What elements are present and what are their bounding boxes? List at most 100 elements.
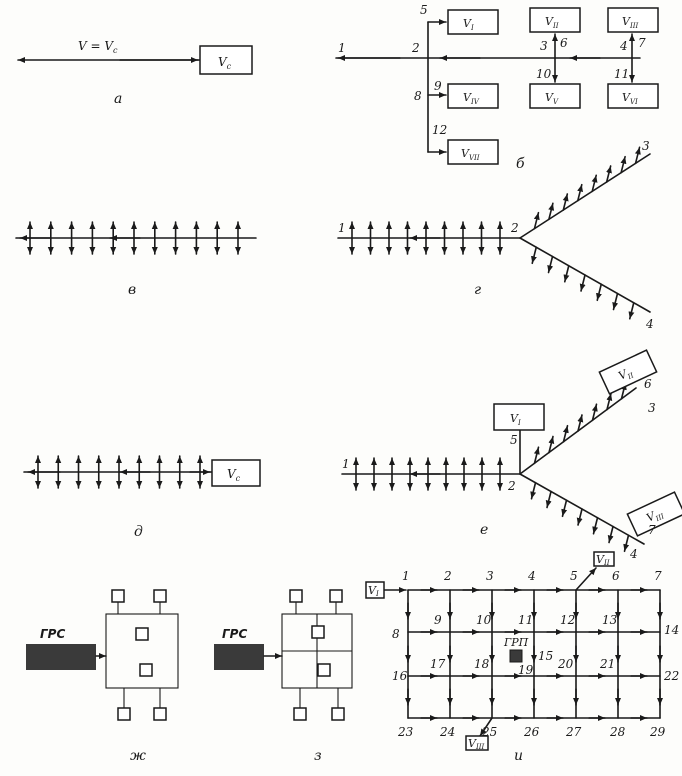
panel-e-consumer-ii: VII	[598, 349, 658, 395]
panel-g-node-4: 4	[645, 317, 654, 331]
panel-e-offtake-arrows	[353, 381, 630, 553]
offtake-arrow	[561, 499, 568, 518]
offtake-arrow	[592, 516, 599, 535]
panel-z-consumer-5	[293, 707, 307, 721]
panel-i-consumer-iii	[465, 735, 489, 751]
panel-z-consumer-1	[289, 589, 303, 603]
offtake-arrow	[547, 255, 554, 274]
panel-z-consumer-3	[311, 625, 325, 639]
offtake-arrow	[620, 155, 627, 174]
panel-b-node-7: 7	[638, 36, 646, 50]
grid-node-label-6: 6	[612, 569, 620, 583]
grid-consumer-link	[575, 567, 597, 591]
panel-v-caption: в	[128, 282, 136, 298]
grid-node-label-4: 4	[527, 569, 536, 583]
panel-e-node-7: 7	[648, 523, 656, 537]
panel-z-consumer-2	[329, 589, 343, 603]
grid-node-label-18: 18	[474, 657, 490, 671]
grid-node-label-10: 10	[476, 613, 492, 627]
grid-node-label-26: 26	[523, 725, 540, 739]
grid-node-label-14: 14	[664, 623, 679, 637]
grid-node-label-22: 22	[663, 669, 679, 683]
panel-a-caption: а	[114, 91, 122, 107]
offtake-arrow	[563, 264, 570, 283]
grid-node-label-9: 9	[434, 613, 442, 627]
panel-e-node-5: 5	[510, 433, 518, 447]
offtake-arrow	[591, 174, 598, 193]
panel-b-consumer-iii	[607, 7, 659, 33]
panel-b-consumer-iii-label: VIII	[622, 15, 638, 30]
panel-e-node-2: 2	[507, 479, 516, 493]
offtake-arrow	[628, 301, 635, 320]
panel-a: Vc V = Vc а	[17, 39, 253, 107]
offtake-arrow	[577, 414, 584, 432]
panel-g-node-3: 3	[642, 139, 650, 153]
offtake-arrow	[533, 446, 540, 465]
panel-g-node-2: 2	[510, 221, 519, 235]
grid-node-label-1: 1	[402, 569, 410, 583]
panel-b: VI VII VIII VIV VV VVI VVII 1 2 3 4 5 6 …	[335, 3, 659, 172]
grid-node-label-29: 29	[649, 725, 666, 739]
grid-node-label-8: 8	[392, 627, 400, 641]
offtake-arrow	[545, 490, 552, 509]
grid-node-label-3: 3	[486, 569, 494, 583]
panel-zh-consumer-2	[153, 589, 167, 603]
panel-i-grp-block	[509, 649, 523, 663]
panel-b-consumer-vi-label: VVI	[622, 91, 638, 106]
panel-b-node-10: 10	[536, 67, 552, 81]
panel-e-caption: е	[480, 522, 488, 538]
panel-z: ГРС з	[214, 589, 353, 764]
panel-a-line-label: V = Vc	[78, 39, 118, 55]
panel-b-consumer-i	[447, 9, 499, 35]
offtake-arrow	[530, 481, 537, 500]
offtake-arrow	[562, 424, 569, 443]
offtake-arrow	[591, 403, 598, 422]
panel-b-node-2: 2	[411, 41, 420, 55]
panel-i-consumer-iii-label: VIII	[468, 737, 484, 751]
panel-i-caption: и	[514, 748, 523, 764]
panel-g-caption: г	[474, 282, 481, 298]
panel-g-upper-branch	[519, 153, 651, 239]
panel-zh-grs-label: ГРС	[40, 627, 65, 641]
panel-g-node-1: 1	[338, 221, 346, 235]
grid-node-label-19: 19	[518, 663, 534, 677]
panel-i-consumer-ii	[593, 551, 615, 567]
offtake-arrow	[612, 292, 619, 311]
panel-zh: ГРС ж	[26, 589, 179, 764]
grid-node-label-7: 7	[654, 569, 662, 583]
panel-zh-grs-block	[26, 644, 96, 670]
panel-d-caption: д	[134, 524, 143, 540]
panel-zh-caption: ж	[130, 748, 146, 764]
panel-b-node-6: 6	[560, 36, 568, 50]
panel-d-offtake-arrows	[35, 455, 203, 489]
panel-e-node-6: 6	[644, 377, 652, 391]
panel-zh-consumer-6	[153, 707, 167, 721]
panel-e: VI VII VIII 1 2 3 4 5 6 7 е	[341, 349, 682, 561]
panel-b-node-4: 4	[619, 39, 628, 53]
panel-a-consumer-box	[199, 45, 253, 75]
panel-b-node-8: 8	[414, 89, 422, 103]
offtake-arrow	[548, 435, 555, 454]
grid-node-label-16: 16	[392, 669, 408, 683]
panel-z-grs-label: ГРС	[222, 627, 247, 641]
offtake-arrow	[562, 193, 569, 211]
offtake-arrow	[605, 165, 612, 183]
panel-d: Vc д	[23, 455, 261, 540]
panel-zh-ring	[105, 613, 179, 689]
offtake-arrow	[576, 508, 583, 526]
panel-i-consumer-ii-label: VII	[596, 553, 610, 567]
grid-node-label-28: 28	[609, 725, 626, 739]
offtake-arrow	[531, 246, 538, 265]
grid-consumer-link	[479, 717, 493, 737]
grid-node-label-27: 27	[565, 725, 582, 739]
panel-b-node-11: 11	[614, 67, 629, 81]
panel-e-consumer-iii: VIII	[626, 491, 682, 537]
panel-b-consumer-iv-label: VIV	[463, 91, 480, 106]
grid-node-label-23: 23	[397, 725, 414, 739]
panel-b-consumer-vii-label: VVII	[461, 147, 480, 162]
panel-z-caption: з	[314, 748, 322, 764]
offtake-arrow	[533, 211, 540, 230]
panel-d-consumer-box	[211, 459, 261, 487]
